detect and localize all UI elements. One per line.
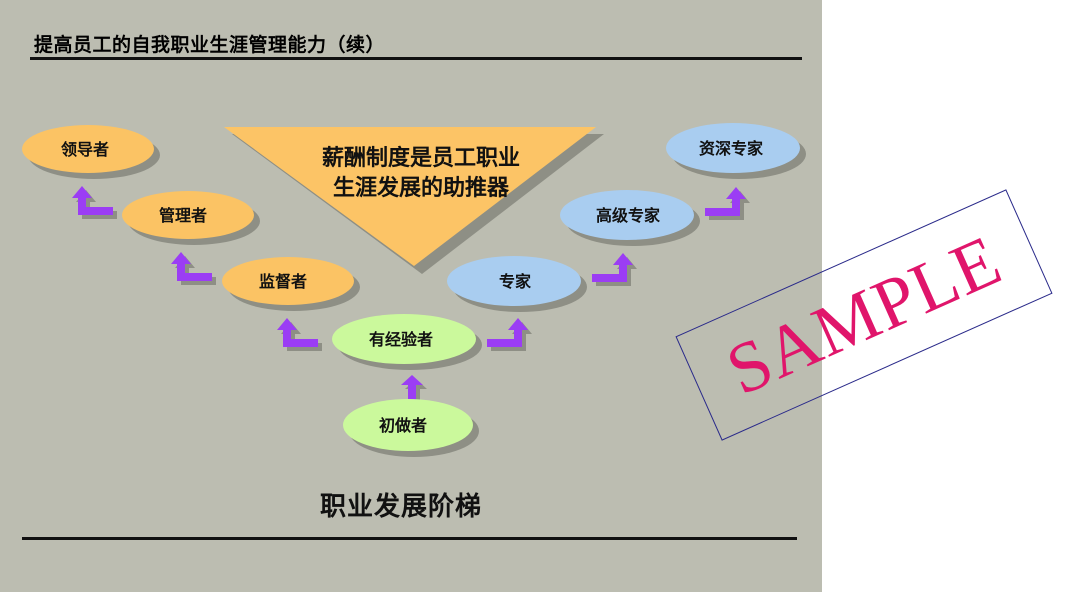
label-principal-expert: 资深专家 xyxy=(699,139,764,158)
slide: 提高员工的自我职业生涯管理能力（续） 薪酬制度是员工职业 生涯发展的助推器 xyxy=(0,0,822,592)
label-manager: 管理者 xyxy=(159,206,207,225)
salary-triangle xyxy=(224,127,596,266)
arrow-right-2 xyxy=(592,253,637,286)
arrow-base-up xyxy=(401,375,427,406)
oval-principal-expert: 资深专家 xyxy=(666,123,806,179)
oval-beginner: 初做者 xyxy=(343,399,479,457)
arrow-right-1 xyxy=(487,318,532,351)
career-ladder-diagram: 薪酬制度是员工职业 生涯发展的助推器 xyxy=(22,123,806,457)
arrow-left-3 xyxy=(72,186,117,219)
diagram-caption: 职业发展阶梯 xyxy=(319,492,482,522)
label-experienced: 有经验者 xyxy=(369,330,433,349)
oval-experienced: 有经验者 xyxy=(332,314,482,370)
arrow-left-1 xyxy=(277,318,322,351)
label-supervisor: 监督者 xyxy=(259,272,307,291)
oval-leader: 领导者 xyxy=(22,125,160,179)
slide-title: 提高员工的自我职业生涯管理能力（续） xyxy=(34,34,386,56)
oval-expert: 专家 xyxy=(447,256,587,312)
label-leader: 领导者 xyxy=(61,140,109,159)
label-expert: 专家 xyxy=(499,272,532,291)
label-beginner: 初做者 xyxy=(379,416,427,435)
bottom-rule xyxy=(22,537,797,540)
label-senior-expert: 高级专家 xyxy=(596,206,661,225)
triangle-text-line-1: 薪酬制度是员工职业 xyxy=(322,145,520,171)
arrow-left-2 xyxy=(171,252,216,285)
triangle-text-line-2: 生涯发展的助推器 xyxy=(333,175,510,201)
oval-senior-expert: 高级专家 xyxy=(560,190,700,246)
oval-manager: 管理者 xyxy=(122,191,260,245)
title-underline xyxy=(30,57,802,60)
oval-supervisor: 监督者 xyxy=(222,257,360,311)
arrow-right-3 xyxy=(705,187,750,220)
